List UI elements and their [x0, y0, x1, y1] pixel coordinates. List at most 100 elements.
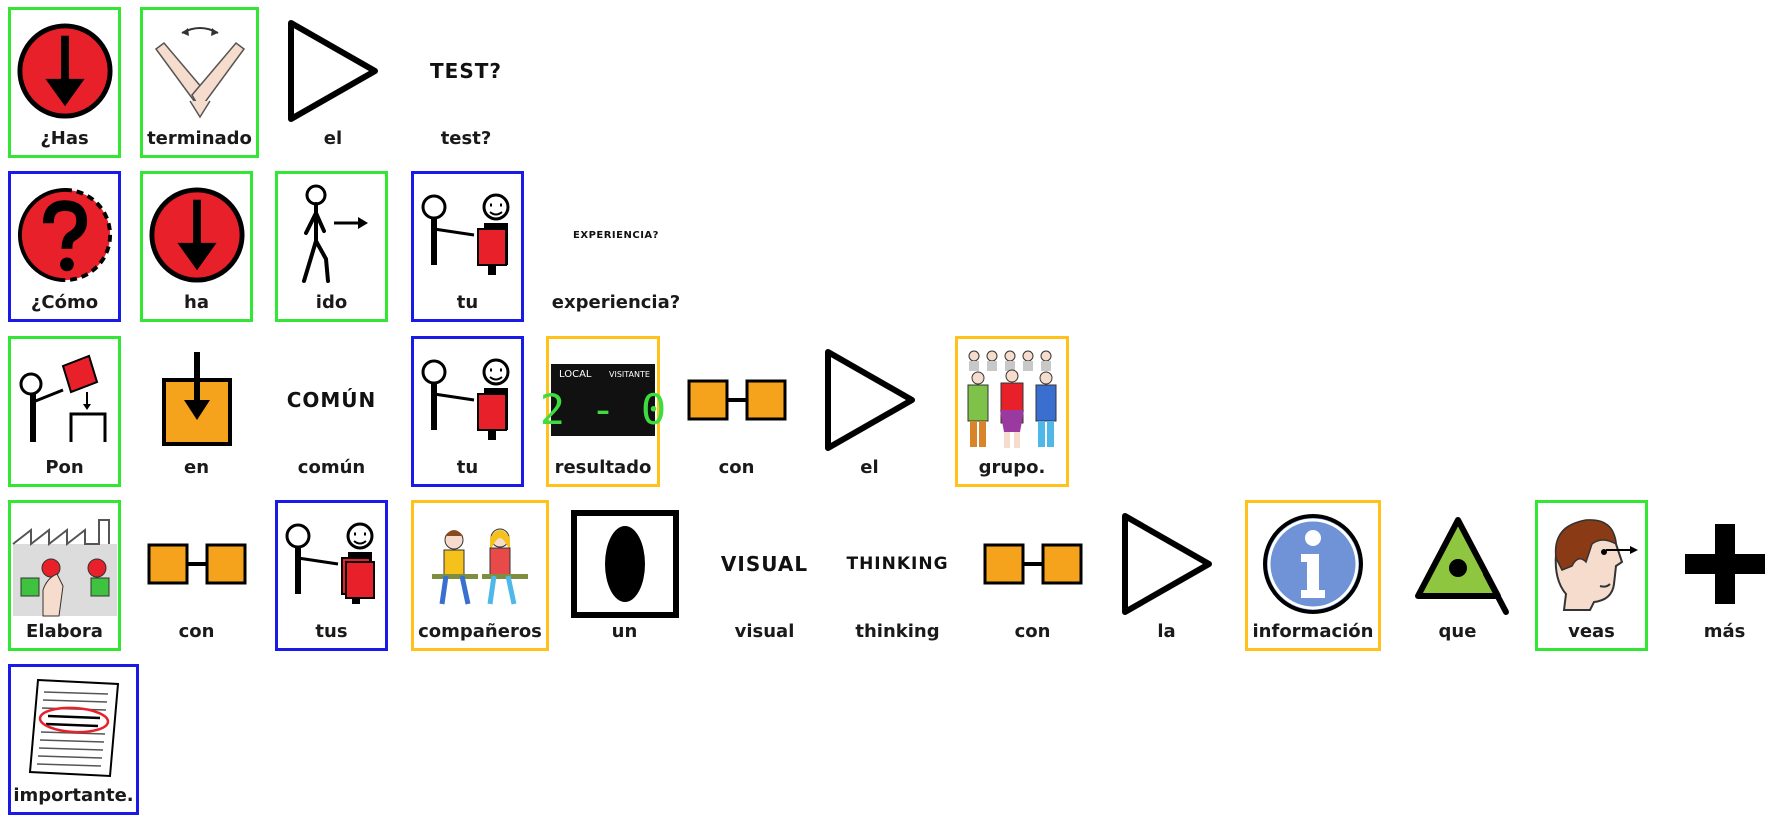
card-label: compañeros [418, 621, 542, 642]
card-label: con [718, 457, 755, 478]
word-image-test: TEST? [430, 59, 502, 83]
scoreboard-visitor: VISITANTE [609, 370, 650, 379]
card-label: con [178, 621, 215, 642]
card-label: Pon [45, 457, 84, 478]
giving-person-icon [421, 193, 509, 275]
symbol-card-importante[interactable]: importante. [8, 664, 139, 815]
scoreboard-score: 2 - 0 [540, 385, 666, 434]
word-image-thinking: THINKING [846, 554, 949, 574]
card-label: más [1703, 621, 1746, 642]
card-label: grupo. [978, 457, 1046, 478]
into-box-icon [161, 352, 232, 446]
symbol-card-que[interactable]: que [1401, 500, 1514, 651]
put-box-icon [19, 354, 106, 442]
down-arrow-circle-icon [148, 187, 245, 283]
symbol-card-con-2[interactable]: con [140, 500, 253, 651]
symbol-card-el[interactable]: el [278, 7, 388, 158]
card-label: ¿Cómo [30, 292, 99, 313]
card-label: en [183, 457, 210, 478]
card-label: tu [456, 457, 479, 478]
symbol-card-con-3[interactable]: con [976, 500, 1089, 651]
face-looking-icon [1554, 519, 1638, 611]
card-label: tu [456, 292, 479, 313]
card-label: importante. [13, 785, 134, 806]
card-label: Elabora [26, 621, 103, 642]
symbol-card-pon[interactable]: Pon [8, 336, 121, 487]
word-image-comun: COMÚN [286, 388, 377, 412]
document-highlight-icon [28, 678, 119, 778]
symbol-card-ha[interactable]: ha [140, 171, 253, 322]
symbol-card-elabora[interactable]: Elabora [8, 500, 121, 651]
symbol-card-companeros[interactable]: compañeros [411, 500, 549, 651]
card-label: que [1438, 621, 1477, 642]
linked-squares-icon [983, 543, 1082, 585]
giving-person-icon [421, 358, 509, 440]
card-label: con [1014, 621, 1051, 642]
card-label: el [323, 128, 343, 149]
card-label: la [1157, 621, 1176, 642]
card-label: un [611, 621, 638, 642]
sentence-row-2: ¿Cómo ha ido [8, 171, 688, 322]
group-people-icon [967, 350, 1057, 448]
down-arrow-circle-icon [16, 23, 113, 119]
symbol-card-grupo[interactable]: grupo. [955, 336, 1069, 487]
symbol-card-resultado[interactable]: LOCAL VISITANTE 2 - 0 resultado [540, 336, 666, 487]
linked-squares-icon [687, 379, 786, 421]
symbol-card-en[interactable]: en [140, 336, 253, 487]
scoreboard-local: LOCAL [559, 369, 592, 380]
symbol-card-mas[interactable]: más [1668, 500, 1781, 651]
symbol-card-experiencia[interactable]: EXPERIENCIA? experiencia? [548, 171, 684, 322]
symbol-card-thinking[interactable]: THINKING thinking [841, 500, 954, 651]
card-label: test? [440, 128, 492, 149]
symbol-card-terminado[interactable]: terminado [140, 7, 259, 158]
symbol-card-informacion[interactable]: información [1245, 500, 1381, 651]
factory-buttons-icon [11, 519, 117, 617]
plus-icon [1684, 524, 1765, 604]
symbol-card-un[interactable]: un [568, 500, 681, 651]
sentence-row-3: Pon en COMÚN común [8, 336, 1078, 487]
symbol-card-como[interactable]: ¿Cómo [8, 171, 121, 322]
symbol-card-visual[interactable]: VISUAL visual [708, 500, 821, 651]
symbol-card-el-2[interactable]: el [813, 336, 926, 487]
symbol-card-veas[interactable]: veas [1535, 500, 1648, 651]
triangle-outline-icon [824, 349, 915, 451]
sentence-row-4: Elabora con tus [8, 500, 1784, 651]
giving-person-icon [285, 522, 375, 604]
symbol-card-la[interactable]: la [1110, 500, 1223, 651]
symbol-card-tus[interactable]: tus [275, 500, 388, 651]
question-circle-icon [17, 187, 112, 283]
card-label: el [860, 457, 879, 478]
symbol-card-comun[interactable]: COMÚN común [275, 336, 388, 487]
linked-squares-icon [147, 543, 246, 585]
card-label: terminado [147, 128, 252, 149]
card-label: ¿Has [40, 128, 89, 149]
info-circle-icon [1263, 514, 1363, 614]
scoreboard-icon: LOCAL VISITANTE 2 - 0 [540, 364, 666, 436]
symbol-card-test[interactable]: TEST? test? [406, 7, 526, 158]
green-triangle-icon [1414, 517, 1509, 615]
card-label: información [1252, 621, 1374, 642]
word-image-visual: VISUAL [720, 552, 809, 576]
symbol-card-tu[interactable]: tu [411, 171, 524, 322]
card-label: tus [315, 621, 348, 642]
sentence-row-1: ¿Has terminado el TEST? test? [8, 7, 528, 158]
classmates-icon [432, 528, 528, 605]
symbol-card-has[interactable]: ¿Has [8, 7, 121, 158]
card-label: veas [1568, 621, 1615, 642]
symbol-card-tu-2[interactable]: tu [411, 336, 524, 487]
walking-person-icon [301, 184, 368, 283]
triangle-outline-icon [1121, 513, 1212, 615]
card-label: thinking [855, 621, 940, 642]
word-image-experiencia: EXPERIENCIA? [573, 229, 659, 241]
crossed-hands-icon [154, 27, 245, 119]
card-label: ha [184, 292, 209, 313]
card-label: ido [315, 292, 348, 313]
symbol-card-con[interactable]: con [680, 336, 793, 487]
symbol-card-ido[interactable]: ido [275, 171, 388, 322]
card-label: visual [734, 621, 795, 642]
triangle-outline-icon [288, 20, 378, 122]
card-label: experiencia? [551, 292, 681, 313]
card-label: resultado [554, 457, 652, 478]
card-label: común [297, 457, 366, 478]
ellipse-box-icon [570, 510, 679, 618]
